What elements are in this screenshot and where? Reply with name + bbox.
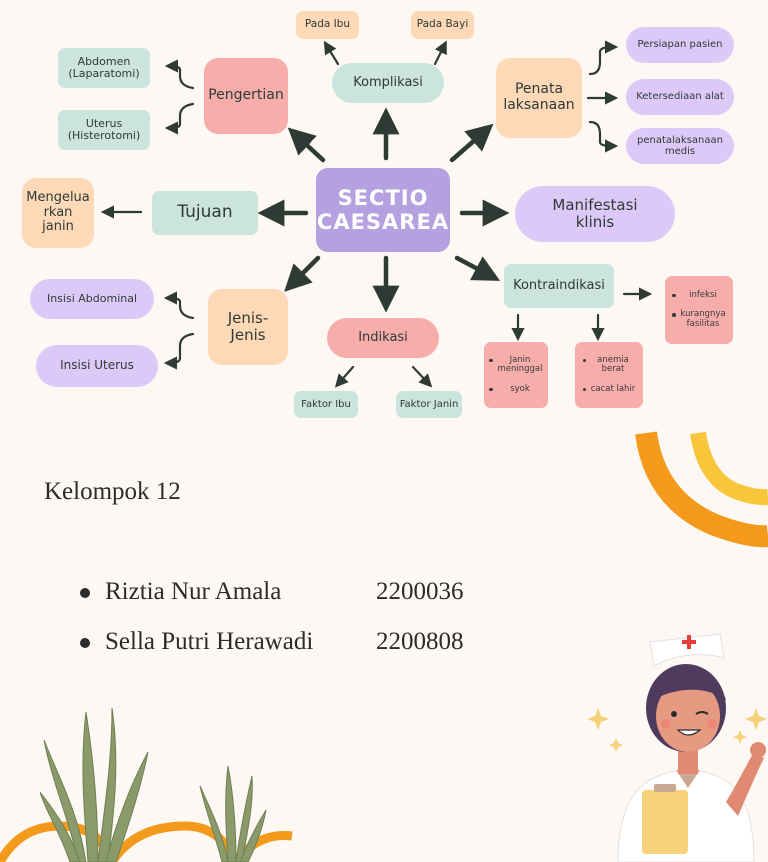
- plant-icon: [199, 765, 267, 862]
- member-name: Sella Putri Herawadi: [105, 628, 314, 655]
- node-manifestasi-klinis: Manifestasi klinis: [515, 186, 675, 242]
- node-penatalaksanaan-medis: penatalaksanaan medis: [626, 128, 734, 164]
- node-penatalaksanaan: Penata laksanaan: [496, 58, 582, 138]
- node-mengeluarkan-janin: Mengelua rkan janin: [22, 178, 94, 248]
- node-tujuan: Tujuan: [152, 191, 258, 235]
- list-item: syok: [489, 384, 542, 395]
- group-heading: Kelompok 12: [44, 478, 181, 505]
- node-pengertian: Pengertian: [204, 58, 288, 134]
- curly-bracket-icon: [588, 120, 619, 153]
- node-insisi-uterus: Insisi Uterus: [36, 345, 158, 387]
- sparkle-icon: [587, 708, 767, 752]
- node-kontraindikasi: Kontraindikasi: [504, 264, 614, 308]
- node-insisi-abdominal: Insisi Abdominal: [30, 279, 154, 319]
- list-item: Janin meninggal: [489, 355, 543, 375]
- arrow-icon: [287, 127, 326, 163]
- arrow-icon: [323, 40, 340, 66]
- node-persiapan-pasien: Persiapan pasien: [626, 27, 734, 63]
- member-id: 2200808: [376, 628, 464, 655]
- member-name: Riztia Nur Amala: [105, 578, 282, 605]
- curly-bracket-icon: [163, 332, 195, 370]
- member-id: 2200036: [376, 578, 464, 605]
- curly-bracket-icon: [163, 291, 195, 320]
- nurse-icon: [587, 633, 767, 862]
- list-item: infeksi: [672, 290, 725, 301]
- box-kontraindikasi-left: Janin meninggal syok: [484, 342, 548, 408]
- node-indikasi: Indikasi: [327, 318, 439, 358]
- member-row: Sella Putri Herawadi 2200808: [80, 628, 500, 660]
- box-kontraindikasi-mid: anemia berat cacat lahir: [575, 342, 643, 408]
- node-pada-ibu: Pada Ibu: [296, 11, 359, 39]
- box-kontraindikasi-right: infeksi kurangnya fasilitas: [665, 276, 733, 344]
- curly-bracket-icon: [164, 59, 195, 90]
- center-topic: SECTIO CAESAREA: [316, 168, 450, 252]
- arrow-icon: [449, 123, 494, 163]
- arrow-icon: [433, 40, 447, 66]
- node-uterus: Uterus (Histerotomi): [58, 110, 150, 150]
- node-pada-bayi: Pada Bayi: [411, 11, 474, 39]
- curly-bracket-icon: [588, 40, 619, 76]
- arrow-icon: [334, 365, 355, 388]
- node-jenis-jenis: Jenis- Jenis: [208, 289, 288, 365]
- connector-arrows: [100, 40, 653, 388]
- node-faktor-janin: Faktor Janin: [396, 391, 462, 418]
- arrow-icon: [454, 255, 501, 281]
- member-row: Riztia Nur Amala 2200036: [80, 578, 500, 610]
- bullet-icon: [80, 638, 90, 648]
- node-abdomen: Abdomen (Laparatomi): [58, 48, 150, 88]
- arrow-icon: [284, 255, 321, 292]
- node-faktor-ibu: Faktor Ibu: [294, 391, 358, 418]
- node-komplikasi: Komplikasi: [332, 63, 444, 103]
- node-ketersediaan-alat: Ketersediaan alat: [626, 79, 734, 115]
- list-item: anemia berat: [582, 355, 636, 375]
- arrow-icon: [411, 365, 433, 388]
- curly-bracket-icon: [164, 102, 195, 135]
- bullet-icon: [80, 588, 90, 598]
- list-item: kurangnya fasilitas: [672, 309, 726, 329]
- list-item: cacat lahir: [582, 384, 635, 395]
- plant-icon: [40, 707, 149, 862]
